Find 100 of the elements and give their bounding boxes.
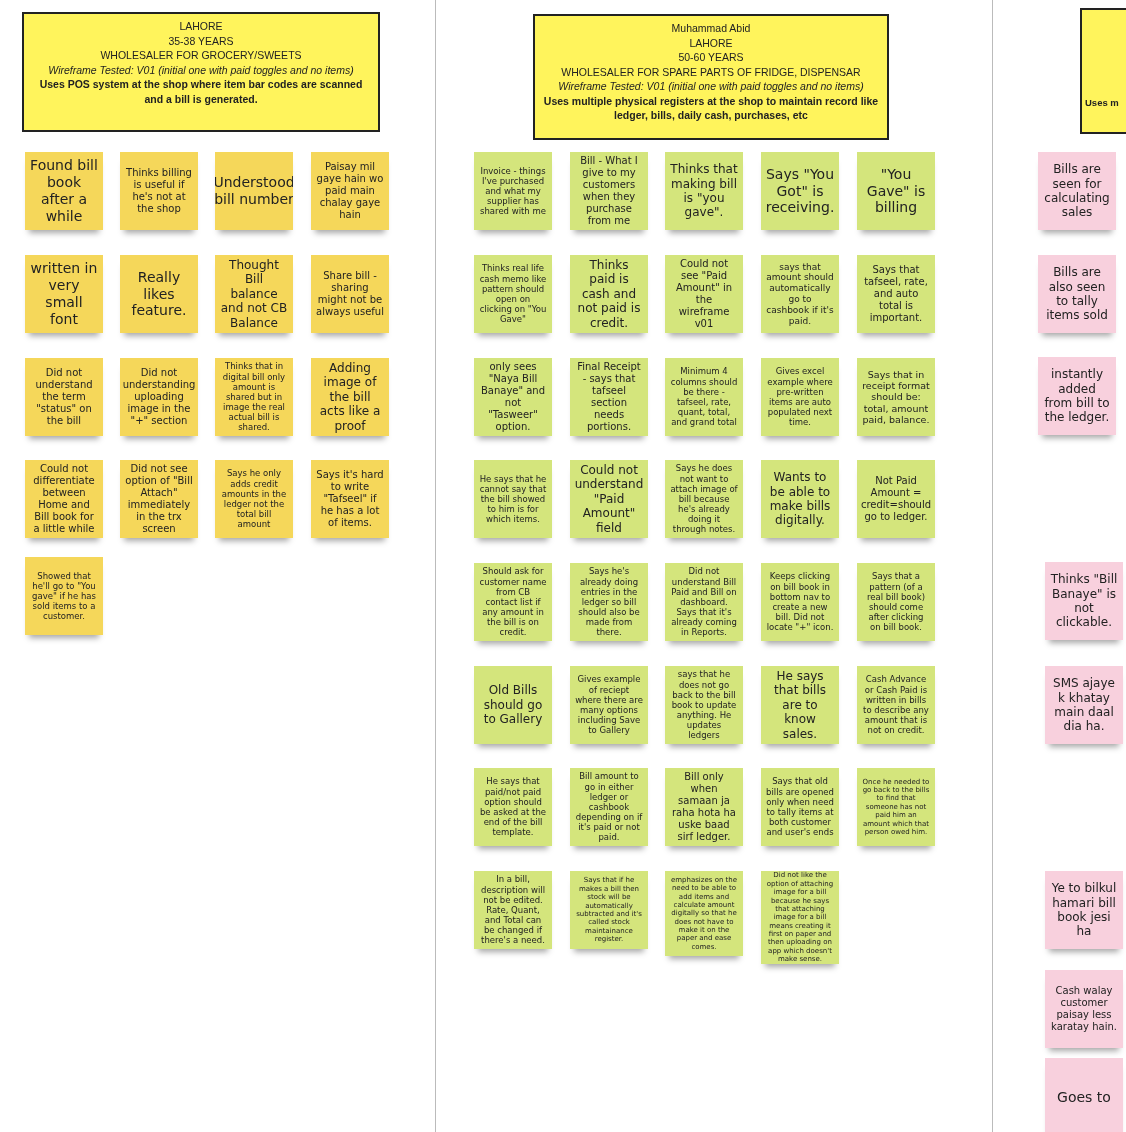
sticky-note: [120, 152, 198, 230]
note-text: Could not understand "Paid Amount" field: [574, 463, 644, 535]
note-text: Did not understanding uploading image in the "+" section: [122, 367, 196, 427]
sticky-note: [761, 460, 839, 538]
persona-detail: 50-60 YEARS: [677, 50, 745, 65]
note-text: Did not see option of "Bill Attach" immediately in the trx screen: [125, 463, 193, 535]
note-text: In a bill, description will not be edited. Rate, Quant, and Total can be changed if there's a need.: [480, 874, 546, 946]
sticky-note: [665, 358, 743, 436]
sticky-note: [570, 666, 648, 744]
note-text: Thinks paid is cash and not paid is credit.: [576, 258, 642, 330]
persona-detail: WHOLESALER FOR GROCERY/SWEETS: [99, 48, 303, 63]
sticky-note: [857, 563, 935, 641]
sticky-note: [761, 358, 839, 436]
sticky-note: [474, 152, 552, 230]
sticky-note: [570, 358, 648, 436]
note-text: Says "You Got" is receiving.: [765, 165, 835, 217]
note-text: Says he does not want to attach image of bill because he's already doing it through notes.: [670, 463, 738, 535]
sticky-note: [1038, 357, 1116, 435]
sticky-note: [215, 358, 293, 436]
note-text: Bills are seen for calculating sales: [1043, 162, 1111, 220]
note-text: Bills are also seen to tally items sold: [1045, 265, 1109, 323]
note-text: Could not see "Paid Amount" in the wireframe v01: [674, 258, 734, 330]
note-text: written in very small font: [30, 260, 98, 328]
sticky-note: [1045, 1058, 1123, 1132]
note-text: Thinks that in digital bill only amount is shared but in image the real actual bill is shared.: [221, 361, 287, 433]
sticky-note: [25, 460, 103, 538]
note-text: "You Gave" is billing: [865, 165, 927, 217]
note-text: Cash Advance or Cash Paid is written in bills to describe any amount that is not on credit.: [862, 674, 930, 736]
note-text: Bill only when samaan ja raha hota ha uske baad sirf ledger.: [670, 771, 737, 843]
note-text: Thinks that making bill is "you gave".: [670, 162, 738, 220]
note-text: Understood bill number: [215, 174, 293, 208]
note-text: Bill - What I give to my customers when they purchase from me: [579, 155, 639, 227]
note-text: Thinks billing is useful if he's not at the shop: [125, 167, 193, 215]
sticky-note: [570, 255, 648, 333]
note-text: Not Paid Amount = credit=should go to ledger.: [860, 475, 932, 523]
note-text: Bill amount to go in either ledger or cashbook depending on if it's paid or not paid.: [575, 771, 643, 843]
persona-detail: WHOLESALER FOR SPARE PARTS OF FRIDGE, DISPENSAR: [560, 64, 862, 79]
note-text: Says that old bills are opened only when need to tally items at both customer and user's ends: [766, 776, 834, 838]
note-text: Really likes feature.: [130, 268, 188, 320]
note-text: Thought Bill balance and not CB Balance: [220, 258, 288, 330]
persona-detail: LAHORE: [688, 35, 734, 50]
sticky-note: [120, 358, 198, 436]
sticky-note: [761, 152, 839, 230]
sticky-note: [25, 358, 103, 436]
sticky-note: [311, 152, 389, 230]
sticky-note: [761, 768, 839, 846]
sticky-note: [570, 152, 648, 230]
sticky-note: [120, 255, 198, 333]
sticky-note: [857, 666, 935, 744]
note-text: Adding image of the bill acts like a proof: [318, 361, 382, 433]
sticky-note: [761, 255, 839, 333]
sticky-note: [857, 768, 935, 846]
note-text: He says that bills are to know sales.: [772, 669, 828, 741]
note-text: instantly added from bill to the ledger.: [1043, 367, 1111, 425]
sticky-note: [311, 460, 389, 538]
sticky-note: [25, 557, 103, 635]
note-text: Should ask for customer name from CB contact list if any amount in the bill is on credit.: [479, 566, 547, 638]
wireframe-note: Wireframe Tested: V01 (initial one with paid toggles and no items): [557, 79, 865, 94]
persona-card: [1080, 8, 1126, 134]
note-text: Found bill book after a while: [30, 157, 98, 225]
sticky-note: [857, 255, 935, 333]
note-text: says that he does not go back to the bill book to update anything. He updates ledgers: [670, 669, 738, 741]
sticky-note: [474, 255, 552, 333]
note-text: Thinks "Bill Banaye" is not clickable.: [1050, 572, 1118, 630]
note-text: Final Receipt - says that tafseel section needs portions.: [576, 361, 642, 433]
note-text: Invoice - things I've purchased and what my supplier has shared with me: [479, 165, 547, 217]
note-text: Says he's already doing entries in the ledger so bill should also be made from there.: [577, 566, 641, 638]
note-text: Gives example of reciept where there are many options including Save to Gallery: [575, 674, 643, 736]
note-text: Did not understand the term "status" on the bill: [34, 367, 94, 427]
sticky-note: [215, 460, 293, 538]
sticky-note: [761, 563, 839, 641]
sticky-note: [1045, 970, 1123, 1048]
sticky-note: [474, 460, 552, 538]
note-text: says that amount should automatically go to cashbook if it's paid.: [766, 261, 834, 327]
persona-card: [533, 14, 889, 140]
sticky-note: [857, 460, 935, 538]
note-text: Did not understand Bill Paid and Bill on dashboard. Says that it's already coming in Reports.: [670, 566, 738, 638]
note-text: Showed that he'll go to "You gave" if he has sold items to a customer.: [31, 570, 97, 622]
sticky-note: [857, 358, 935, 436]
sticky-note: [1045, 562, 1123, 640]
sticky-note: [1038, 152, 1116, 230]
note-text: Minimum 4 columns should be there - tafseel, rate, quant, total, and grand total: [670, 366, 738, 428]
note-text: Gives excel example where pre-written items are auto populated next time.: [766, 366, 834, 428]
note-text: Share bill - sharing might not be always useful: [316, 270, 384, 318]
note-text: Says it's hard to write "Tafseel" if he has a lot of items.: [316, 469, 384, 529]
persona-detail: Muhammad Abid: [670, 21, 752, 36]
note-text: Says that in receipt format should be: total, amount paid, balance.: [862, 368, 930, 426]
persona-detail: 35-38 YEARS: [167, 33, 235, 48]
sticky-note: [474, 871, 552, 949]
persona-card: [22, 12, 380, 132]
sticky-note: [474, 768, 552, 846]
note-text: Paisay mil gaye hain wo paid main chalay gaye hain: [316, 161, 384, 221]
persona-summary: Uses m: [1085, 95, 1119, 110]
note-text: Says he only adds credit amounts in the ledger not the total bill amount: [220, 468, 288, 530]
sticky-note: [1045, 666, 1123, 744]
note-text: Thinks real life cash memo like pattern should open on clicking on "You Gave": [479, 263, 547, 325]
sticky-note: [1038, 255, 1116, 333]
note-text: SMS ajaye k khatay main daal dia ha.: [1052, 676, 1116, 734]
note-text: Old Bills should go to Gallery: [482, 683, 544, 727]
sticky-note: [857, 152, 935, 230]
